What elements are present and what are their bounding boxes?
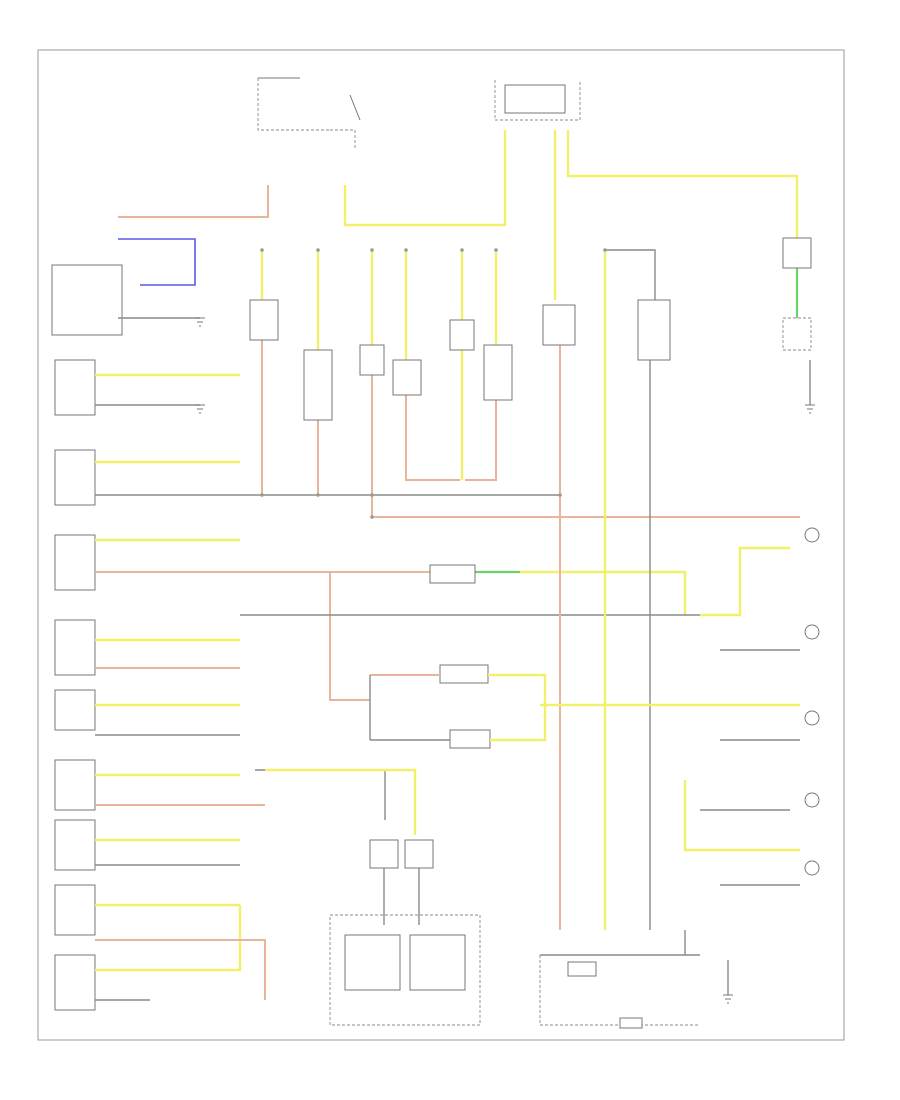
right-connectors — [804, 527, 820, 876]
master-switch — [51, 264, 123, 336]
center-harness — [260, 249, 656, 930]
switch-right — [782, 317, 812, 351]
steering-column — [255, 768, 481, 1026]
fuse-block-top — [257, 77, 361, 150]
wire-yellow-mid-bus — [520, 570, 687, 615]
bottom-right-block — [539, 930, 729, 1029]
wire-orange-long-right — [371, 258, 800, 518]
wire-orange-branch — [329, 572, 370, 701]
wire-blue — [118, 238, 196, 286]
wire-orange-top — [118, 185, 269, 218]
switch-column-left — [54, 359, 96, 1011]
left-yellow-stubs — [95, 373, 242, 972]
fuse-block-right — [494, 80, 581, 121]
relay-right — [782, 237, 812, 269]
center-components — [249, 299, 671, 421]
connector-dots — [260, 248, 607, 519]
right-yellow-runs — [540, 546, 800, 886]
wire-yellow-top-right — [566, 130, 799, 238]
ground-symbols — [195, 317, 815, 1004]
left-lower-stubs — [95, 404, 266, 1001]
wire-yellow-top-center — [343, 130, 507, 227]
diagram-frame — [37, 49, 845, 1041]
mid-components — [369, 564, 547, 749]
